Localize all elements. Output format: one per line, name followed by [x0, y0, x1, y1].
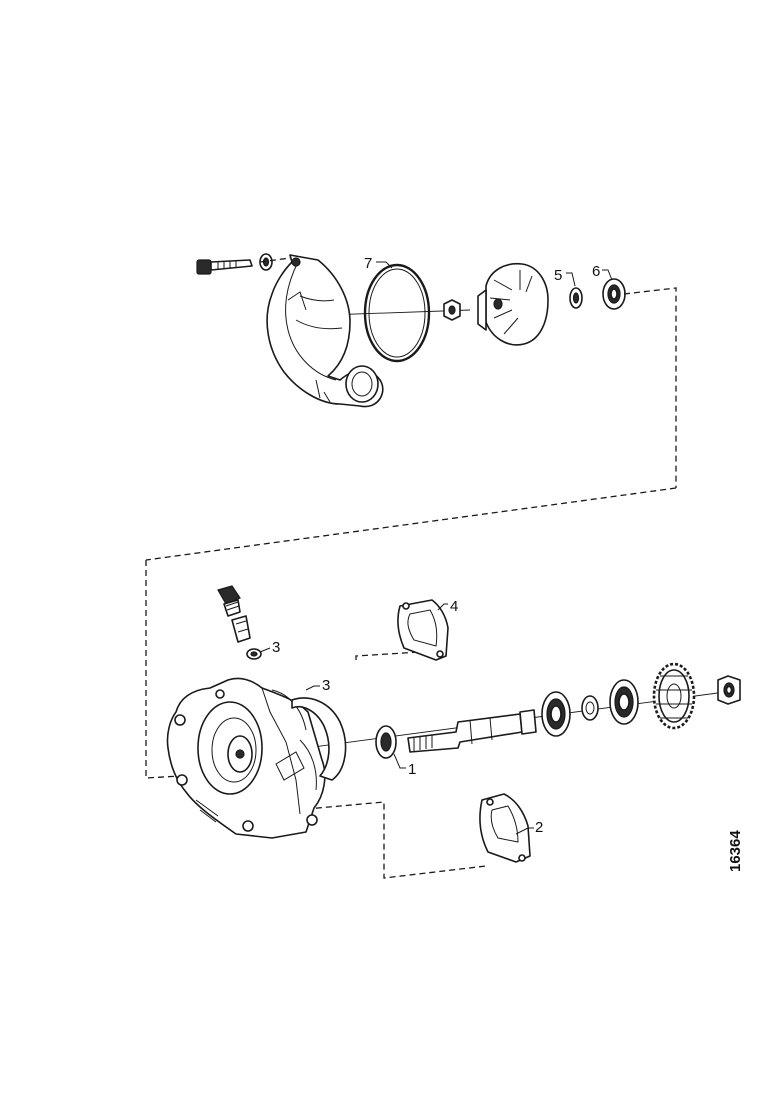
housing-gasket [291, 697, 347, 781]
dash-upper-right [623, 287, 677, 488]
dash-cover-4 [355, 651, 421, 660]
leader-3-washer [259, 647, 271, 653]
upper-assembly [196, 253, 626, 408]
drawing-number: 16364 [727, 830, 744, 872]
callout-7: 7 [364, 255, 372, 272]
bearing [602, 278, 626, 310]
screw-plug [217, 585, 251, 643]
shaft-nut [717, 675, 741, 705]
callout-3-gasket: 3 [322, 677, 330, 694]
callout-2: 2 [535, 819, 543, 836]
dash-lower-vertical [295, 801, 487, 879]
callout-4: 4 [450, 598, 458, 615]
impeller-nut [443, 299, 461, 321]
spacer-sleeve [581, 695, 599, 721]
ball-bearing-1 [541, 691, 571, 737]
pump-shaft [407, 709, 537, 753]
callout-labels: 7 5 6 4 3 3 1 2 [272, 255, 600, 836]
callout-1: 1 [408, 761, 416, 778]
dash-left-down [145, 560, 181, 779]
callout-5: 5 [554, 267, 562, 284]
leader-1 [393, 753, 406, 769]
pump-cover [266, 254, 384, 408]
seal-ring [569, 287, 583, 309]
ball-bearing-2 [609, 679, 639, 725]
leader-2 [515, 827, 534, 835]
dash-upper-bolt [259, 257, 291, 263]
leader-7 [376, 261, 393, 269]
pump-housing [166, 677, 326, 839]
gasket-plate [479, 793, 531, 863]
leader-6 [602, 269, 613, 281]
shaft-seal [375, 725, 397, 759]
cover-plate [397, 599, 449, 661]
dash-diagonal [145, 487, 677, 561]
leader-5 [566, 272, 576, 287]
drive-gear [652, 662, 696, 730]
sealing-washer [246, 648, 262, 660]
leader-4 [437, 603, 448, 611]
o-ring [363, 263, 431, 363]
lower-assembly [166, 585, 741, 863]
callout-3-washer: 3 [272, 639, 280, 656]
bolt [196, 259, 253, 275]
assembly-lines [145, 257, 677, 879]
impeller [477, 262, 549, 346]
callout-6: 6 [592, 263, 600, 280]
leader-3-gasket [305, 685, 320, 691]
